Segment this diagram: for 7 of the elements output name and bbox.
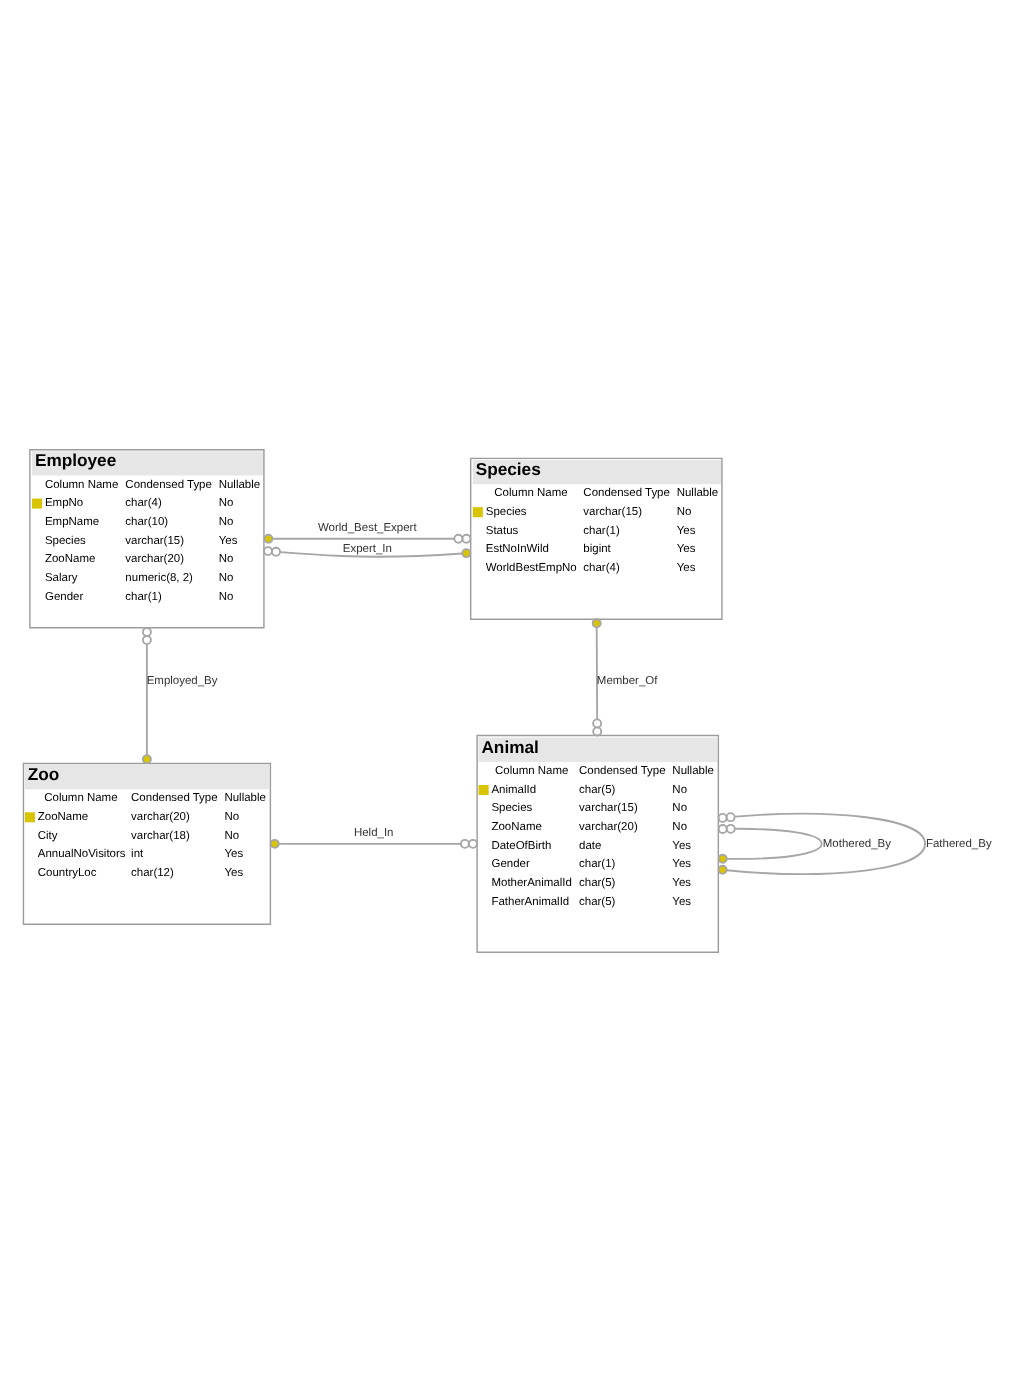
connector <box>591 617 603 736</box>
connector <box>717 822 823 863</box>
connector <box>717 811 927 874</box>
connector <box>263 545 472 558</box>
connector <box>263 532 472 543</box>
connector <box>269 837 478 848</box>
connector <box>141 626 152 764</box>
